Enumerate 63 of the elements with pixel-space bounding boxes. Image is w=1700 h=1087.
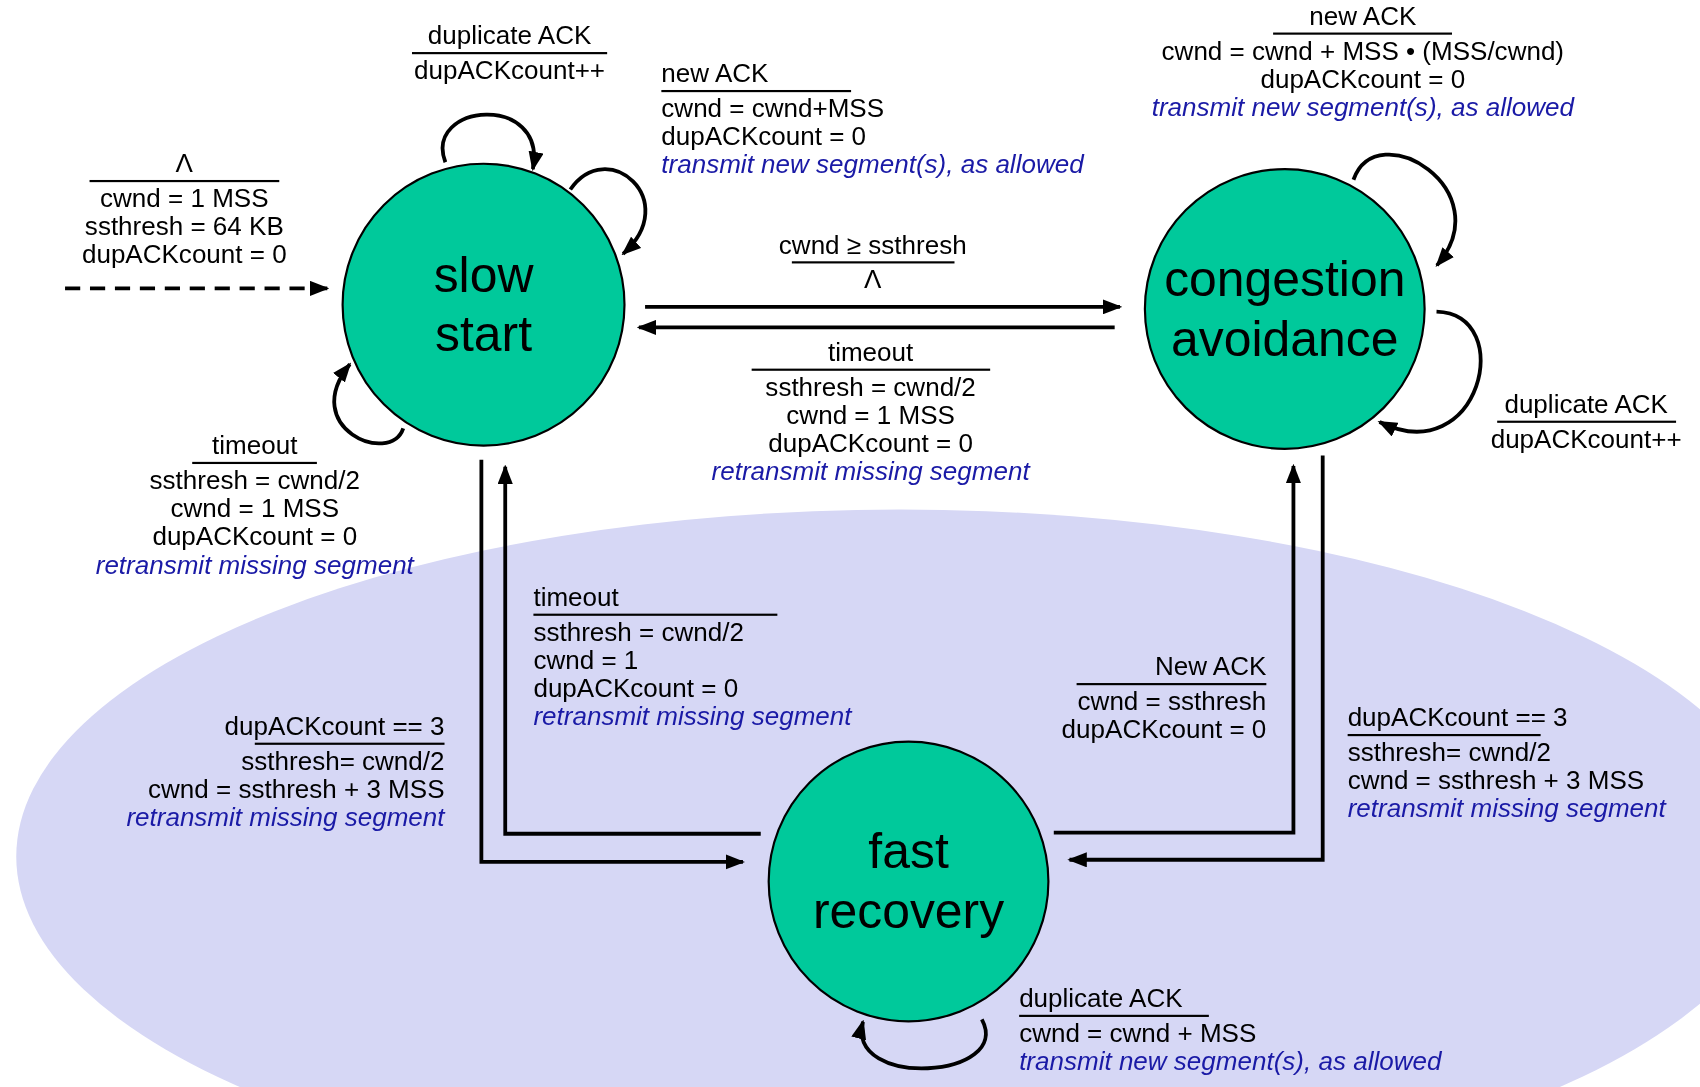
- action-label: dupACKcount++: [414, 56, 606, 85]
- event-label: timeout: [533, 583, 619, 612]
- action-label: ssthresh = cwnd/2: [533, 618, 744, 647]
- event-label: cwnd ≥ ssthresh: [778, 230, 967, 260]
- transition-arrow: [645, 299, 1123, 315]
- transition-arrow: [1053, 463, 1301, 835]
- event-label: timeout: [827, 338, 914, 367]
- action-label: dupACKcount++: [1490, 425, 1682, 454]
- action-label: Λ: [864, 265, 882, 294]
- action-label: dupACKcount = 0: [768, 429, 973, 458]
- self-loop-arrow: [332, 362, 405, 446]
- action-label: transmit new segment(s), as allowed: [1151, 93, 1574, 122]
- action-label: cwnd = ssthresh + 3 MSS: [1347, 766, 1645, 795]
- action-label: cwnd = 1: [533, 646, 639, 675]
- self-loop-arrow: [854, 1018, 988, 1071]
- action-label: cwnd = cwnd + MSS • (MSS/cwnd): [1161, 36, 1565, 66]
- action-label: ssthresh = cwnd/2: [765, 372, 976, 402]
- action-label: cwnd = cwnd+MSS: [661, 94, 885, 123]
- action-label: cwnd = ssthresh: [1077, 687, 1267, 716]
- action-label: retransmit missing segment: [126, 803, 445, 832]
- event-label: new ACK: [1309, 2, 1417, 31]
- action-label: dupACKcount = 0: [1260, 65, 1466, 94]
- self-loop-arrow: [1377, 309, 1483, 435]
- action-label: ssthresh= cwnd/2: [1347, 738, 1551, 767]
- event-label: duplicate ACK: [427, 21, 592, 50]
- state-label: slow start: [432, 244, 535, 365]
- event-label: duplicate ACK: [1504, 390, 1668, 419]
- action-label: retransmit missing segment: [711, 457, 1030, 486]
- transition-arrow: [636, 319, 1115, 335]
- action-label: transmit new segment(s), as allowed: [661, 150, 1084, 179]
- self-loop-arrow: [440, 112, 542, 172]
- action-label: cwnd = 1 MSS: [170, 494, 340, 523]
- self-loop-arrow: [1351, 152, 1457, 268]
- action-label: ssthresh= cwnd/2: [241, 747, 445, 776]
- event-label: New ACK: [1155, 652, 1267, 681]
- action-label: retransmit missing segment: [95, 550, 414, 579]
- action-label: ssthresh = 64 KB: [84, 212, 284, 241]
- transition-arrow: [479, 459, 746, 870]
- action-label: dupACKcount = 0: [661, 122, 867, 151]
- event-label: dupACKcount == 3: [224, 712, 445, 741]
- transition-arrow: [497, 464, 761, 836]
- event-label: dupACKcount == 3: [1347, 703, 1568, 732]
- event-label: timeout: [212, 431, 298, 460]
- action-label: transmit new segment(s), as allowed: [1019, 1047, 1442, 1076]
- transition-arrow: [1067, 455, 1325, 868]
- event-label: Λ: [175, 149, 193, 178]
- state-label: fast recovery: [811, 821, 1006, 941]
- action-label: dupACKcount = 0: [152, 522, 358, 551]
- action-label: ssthresh = cwnd/2: [149, 466, 360, 495]
- action-label: dupACKcount = 0: [1061, 715, 1267, 744]
- action-label: cwnd = 1 MSS: [100, 184, 269, 213]
- action-label: cwnd = 1 MSS: [786, 401, 955, 430]
- action-label: dupACKcount = 0: [533, 674, 739, 703]
- action-label: retransmit missing segment: [533, 702, 852, 731]
- state-label: congestion avoidance: [1163, 249, 1407, 369]
- self-loop-arrow: [568, 167, 648, 256]
- event-label: duplicate ACK: [1019, 984, 1183, 1013]
- action-label: cwnd = ssthresh + 3 MSS: [148, 775, 445, 804]
- action-label: dupACKcount = 0: [81, 240, 287, 269]
- action-label: cwnd = cwnd + MSS: [1019, 1019, 1257, 1048]
- transition-arrow: [65, 280, 330, 296]
- event-label: new ACK: [661, 59, 769, 88]
- action-label: retransmit missing segment: [1347, 794, 1666, 823]
